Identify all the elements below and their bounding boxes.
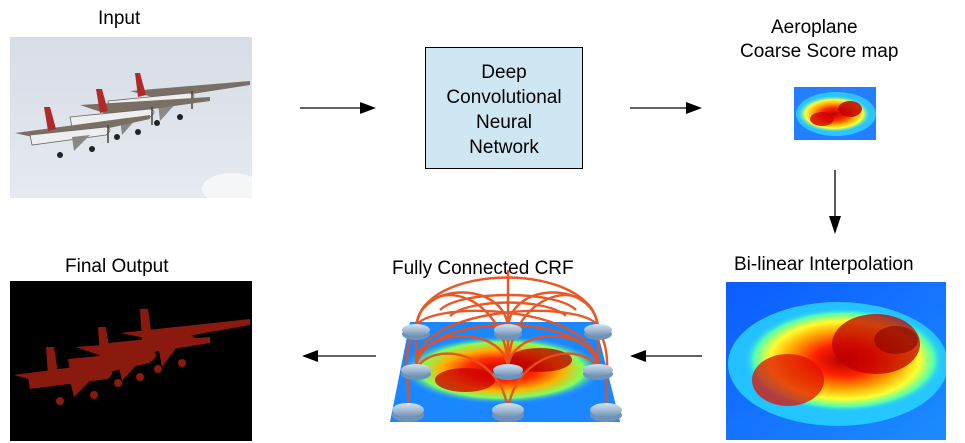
bilinear-heatmap xyxy=(726,282,946,440)
final-segmentation xyxy=(10,281,252,441)
bilinear-label: Bi-linear Interpolation xyxy=(734,254,914,275)
coarse-label-line-1: Aeroplane xyxy=(771,17,858,38)
dcnn-line-4: Network xyxy=(469,137,539,158)
dcnn-line-2: Convolutional xyxy=(446,87,562,108)
arrow-bilinear-to-crf xyxy=(630,349,702,363)
coarse-label-line-2: Coarse Score map xyxy=(740,41,899,62)
coarse-score-map xyxy=(794,87,876,140)
arrow-crf-to-final xyxy=(302,349,376,363)
dcnn-line-3: Neural xyxy=(476,112,532,133)
crf-label: Fully Connected CRF xyxy=(392,258,574,279)
arrow-input-to-dcnn xyxy=(300,101,376,115)
crf-node-icon xyxy=(392,324,622,422)
final-label: Final Output xyxy=(65,256,169,277)
dcnn-box: Deep Convolutional Neural Network xyxy=(425,47,583,169)
dcnn-line-1: Deep xyxy=(481,62,527,83)
arrow-coarse-to-bilinear xyxy=(828,170,842,234)
input-photo xyxy=(10,37,252,198)
input-label: Input xyxy=(98,8,141,29)
arrow-dcnn-to-coarse xyxy=(630,101,702,115)
crf-graph xyxy=(380,270,630,430)
